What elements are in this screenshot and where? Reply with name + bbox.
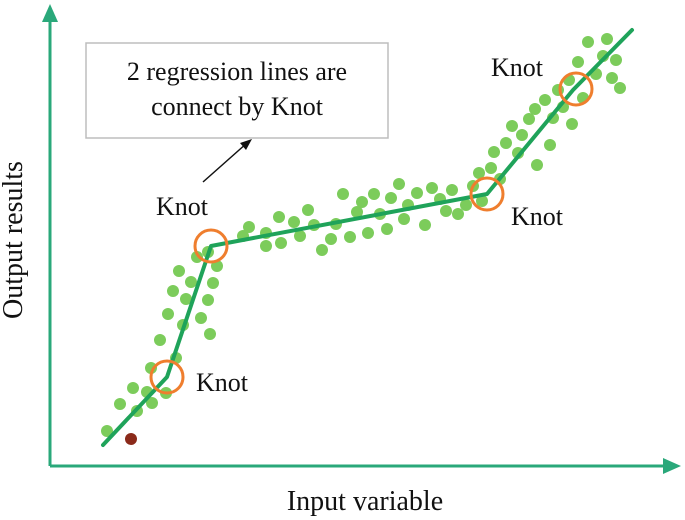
data-point (202, 294, 214, 306)
data-point (601, 33, 613, 45)
data-point (544, 139, 556, 151)
data-point (185, 276, 197, 288)
data-point (207, 277, 219, 289)
data-point (204, 328, 216, 340)
data-point (523, 113, 535, 125)
knot-circle-3 (469, 176, 505, 212)
y-axis-label: Output results (0, 161, 29, 319)
data-point (154, 334, 166, 346)
data-point (275, 237, 287, 249)
data-point (500, 137, 512, 149)
knot-circle-2 (193, 228, 229, 264)
knot-label-upper-left: Knot (156, 192, 209, 221)
data-point (506, 120, 518, 132)
data-point (114, 398, 126, 410)
outlier-point (125, 433, 137, 445)
data-point (476, 195, 488, 207)
callout: 2 regression lines are connect by Knot (85, 42, 389, 183)
data-point (191, 251, 203, 263)
data-point (195, 312, 207, 324)
data-point (473, 167, 485, 179)
data-point (260, 240, 272, 252)
data-point (294, 230, 306, 242)
data-point (243, 221, 255, 233)
knot-label-lower-left: Knot (196, 368, 249, 397)
axes (42, 4, 681, 474)
data-point (173, 265, 185, 277)
data-point (411, 187, 423, 199)
data-point (101, 425, 113, 437)
data-point (337, 188, 349, 200)
data-point (273, 211, 285, 223)
data-point (446, 184, 458, 196)
knot-label-top-right: Knot (491, 53, 544, 82)
data-point (316, 244, 328, 256)
data-point (145, 362, 157, 374)
data-point (344, 231, 356, 243)
callout-box (85, 42, 389, 139)
data-point (167, 285, 179, 297)
data-point (488, 146, 500, 158)
data-point (606, 72, 618, 84)
knot-circle-4 (558, 71, 594, 107)
data-point (419, 219, 431, 231)
callout-arrowhead-icon (240, 139, 252, 150)
data-point (426, 182, 438, 194)
data-point (529, 103, 541, 115)
data-point (356, 196, 368, 208)
callout-line-1: 2 regression lines are (127, 57, 347, 86)
data-point (531, 159, 543, 171)
x-axis-arrow-icon (663, 458, 681, 474)
data-point (614, 82, 626, 94)
data-point (566, 118, 578, 130)
data-point (362, 227, 374, 239)
data-point (381, 223, 393, 235)
data-point (582, 36, 594, 48)
callout-pointer-arrow (202, 142, 248, 183)
data-point (368, 188, 380, 200)
data-point (572, 56, 584, 68)
data-point (162, 308, 174, 320)
callout-line-2: connect by Knot (151, 92, 324, 121)
data-point (440, 205, 452, 217)
data-point (127, 382, 139, 394)
data-point (610, 54, 622, 66)
data-point (452, 208, 464, 220)
data-point (351, 206, 363, 218)
data-point (460, 199, 472, 211)
data-point (485, 162, 497, 174)
knot-circle-1 (149, 359, 185, 395)
knot-label-right: Knot (511, 202, 564, 231)
data-point (393, 178, 405, 190)
data-point (288, 216, 300, 228)
data-point (539, 94, 551, 106)
data-point (302, 204, 314, 216)
y-axis-arrow-icon (42, 4, 58, 22)
knot-markers (149, 71, 594, 395)
data-point (146, 397, 158, 409)
data-point (385, 192, 397, 204)
data-point (180, 293, 192, 305)
data-point (325, 233, 337, 245)
data-point (398, 213, 410, 225)
data-point (516, 129, 528, 141)
x-axis-label: Input variable (287, 486, 443, 517)
